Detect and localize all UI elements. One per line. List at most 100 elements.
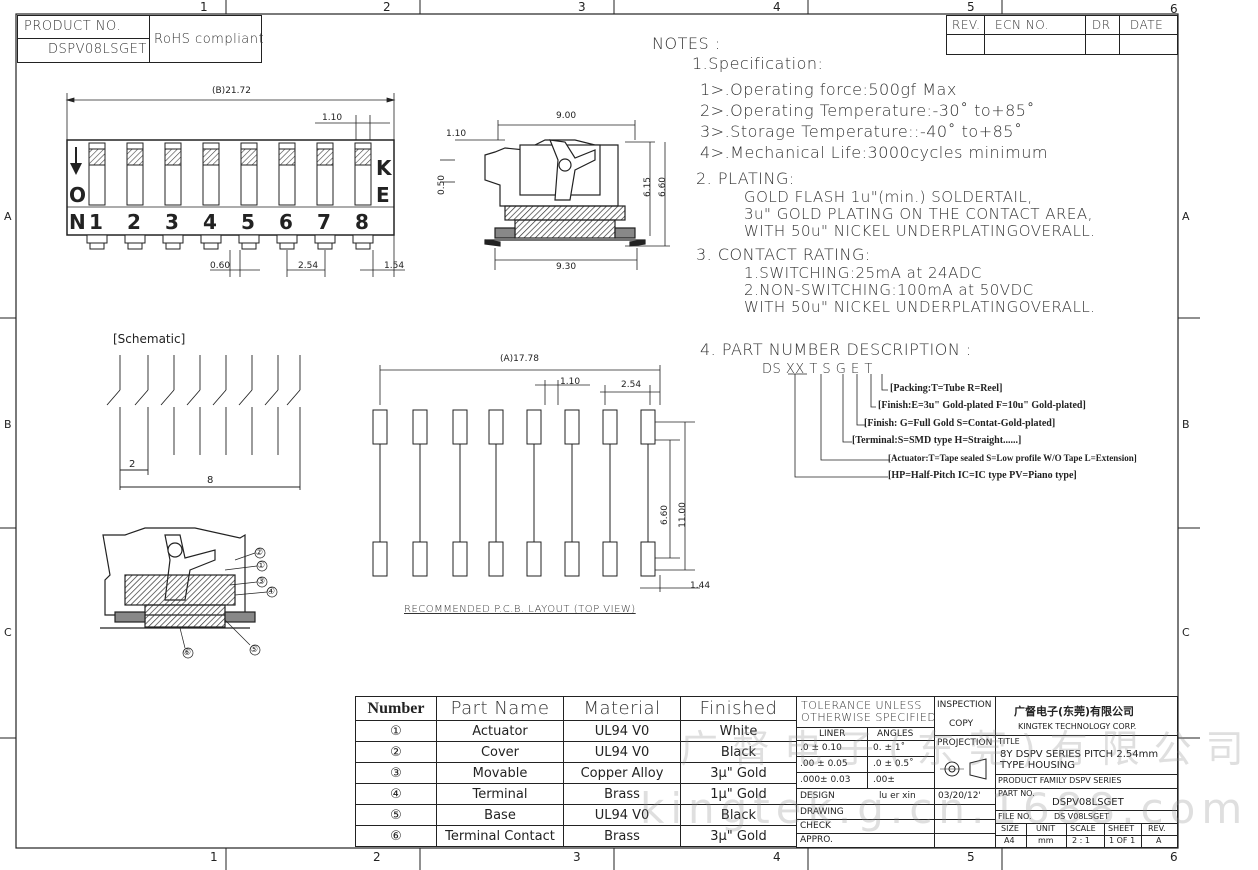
pcb-dim-660: 6.60 xyxy=(660,504,671,526)
unit-val: mm xyxy=(1038,836,1054,845)
company-en: KINGTEK TECHNOLOGY CORP. xyxy=(1018,722,1137,731)
sheet-h: SHEET xyxy=(1108,824,1135,833)
ecn-header: ECN NO. xyxy=(995,18,1050,32)
border-letter: A xyxy=(1182,210,1190,223)
bom-material: Brass xyxy=(563,825,681,847)
ke-label-k: K xyxy=(376,156,392,180)
border-num: 4 xyxy=(773,0,781,14)
dim-110: 1.10 xyxy=(446,129,467,139)
border-num: 1 xyxy=(210,850,218,864)
dim-2: 2 xyxy=(129,459,136,470)
watermark-line1: 广督电子(东莞)有限公司 xyxy=(680,727,1258,771)
dim-width: (B)21.72 xyxy=(212,86,251,96)
bom-num: ① xyxy=(355,720,437,742)
pn-desc: [Finish: G=Full Gold S=Contat-Gold-plate… xyxy=(864,418,1056,429)
border-num: 5 xyxy=(967,850,975,864)
date-header: DATE xyxy=(1130,18,1164,32)
bom-num: ⑤ xyxy=(355,804,437,826)
bom-name: Movable xyxy=(436,762,564,784)
bom-material: UL94 V0 xyxy=(563,741,681,763)
pn-desc: [Actuator:T=Tape sealed S=Low profile W/… xyxy=(888,453,1137,463)
on-label-n: N xyxy=(69,210,86,234)
border-letter: B xyxy=(1182,418,1190,431)
border-letter: C xyxy=(1182,626,1190,639)
design-date: 03/20/12' xyxy=(938,791,981,801)
bom-header: Finished xyxy=(680,696,797,721)
border-num: 2 xyxy=(373,850,381,864)
border-num: 4 xyxy=(773,850,781,864)
bom-finish: 3μ" Gold xyxy=(680,825,797,847)
plating-line: WITH 50u" NICKEL UNDERPLATINGOVERALL. xyxy=(744,222,1096,240)
bom-num: ④ xyxy=(355,783,437,805)
bom-material: UL94 V0 xyxy=(563,720,681,742)
bom-name: Actuator xyxy=(436,720,564,742)
tol-val: .0 ± 0.10 xyxy=(800,743,842,753)
tol-val: .0 ± 0.5˚ xyxy=(873,759,914,769)
rev-val: A xyxy=(1156,836,1162,845)
plating-line: 3u" GOLD PLATING ON THE CONTACT AREA, xyxy=(744,205,1093,223)
dr-header: DR xyxy=(1092,18,1111,32)
pn-desc: [HP=Half-Pitch IC=IC type PV=Piano type] xyxy=(888,470,1077,481)
switch-number: 5 xyxy=(241,210,255,234)
file-label: FILE NO. xyxy=(998,812,1032,821)
contact-line: 1.SWITCHING:25mA at 24ADC xyxy=(744,264,982,282)
rohs-box: RoHS compliant xyxy=(149,15,264,63)
tol-val: 0. ± 1˚ xyxy=(873,743,906,753)
ke-label-e: E xyxy=(376,183,390,207)
pcb-layout-drawing xyxy=(372,365,700,592)
switch-number: 7 xyxy=(317,210,331,234)
spec-item: 2>.Operating Temperature:-30˚ to+85˚ xyxy=(700,101,1035,120)
bom-header: Part Name xyxy=(436,696,564,721)
callout-1: ① xyxy=(257,561,266,571)
dim-660: 6.60 xyxy=(658,176,669,198)
pn-title: 4. PART NUMBER DESCRIPTION : xyxy=(700,340,972,359)
bom-num: ③ xyxy=(355,762,437,784)
pn-leaders xyxy=(788,373,890,478)
watermark-line2: kingtek.g.cn.1688.com xyxy=(640,784,1249,833)
border-num: 1 xyxy=(200,0,208,14)
pcb-width: (A)17.78 xyxy=(500,354,539,364)
rev-header: REV. xyxy=(952,18,981,32)
part-no: DSPV08LSGET xyxy=(1052,797,1124,808)
on-label-o: O xyxy=(69,183,87,207)
pcb-dim-1100: 11.00 xyxy=(677,502,688,528)
switch-number: 4 xyxy=(203,210,217,234)
section-view-drawing xyxy=(100,527,278,659)
callout-5: ⑤ xyxy=(250,645,259,655)
dim-254: 2.54 xyxy=(298,261,319,271)
dim-930: 9.30 xyxy=(556,262,577,272)
border-num: 2 xyxy=(383,0,391,14)
file-no: DS V08LSGET xyxy=(1054,812,1110,821)
switch-slots xyxy=(88,142,372,206)
switch-number: 2 xyxy=(127,210,141,234)
scale-h: SCALE xyxy=(1070,824,1096,833)
bom-material: Copper Alloy xyxy=(563,762,681,784)
side-view-drawing xyxy=(440,120,670,270)
company-cn: 广督电子(东莞)有限公司 xyxy=(1014,705,1135,718)
plating-title: 2. PLATING: xyxy=(696,169,795,188)
tol-drawing: DRAWING xyxy=(800,807,844,817)
bom-num: ⑥ xyxy=(355,825,437,847)
spec-item: 1>.Operating force:500gf Max xyxy=(700,80,957,99)
callout-3: ③ xyxy=(257,577,266,587)
pn-desc: [Packing:T=Tube R=Reel] xyxy=(890,383,1003,394)
title-label: TITLE xyxy=(998,737,1020,746)
title-2: TYPE HOUSING xyxy=(1000,760,1075,771)
tol-liner: LINER xyxy=(819,729,846,739)
pins xyxy=(86,234,374,250)
dim-8: 8 xyxy=(207,475,214,486)
plating-line: GOLD FLASH 1u"(min.) SOLDERTAIL, xyxy=(744,188,1033,206)
border-num: 5 xyxy=(967,0,975,14)
dim-050: 0.50 xyxy=(437,174,448,196)
schematic-label: [Schematic] xyxy=(113,332,186,346)
border-letter: B xyxy=(4,418,12,431)
pn-desc: [Finish:E=3u" Gold-plated F=10u" Gold-pl… xyxy=(878,400,1086,411)
size-val: A4 xyxy=(1004,836,1015,845)
product-family: PRODUCT FAMILY DSPV SERIES xyxy=(998,776,1122,785)
dim-615: 6.15 xyxy=(643,176,654,198)
pn-code: DS XX T S G E T xyxy=(762,362,873,377)
part-label: PART NO. xyxy=(998,789,1035,798)
